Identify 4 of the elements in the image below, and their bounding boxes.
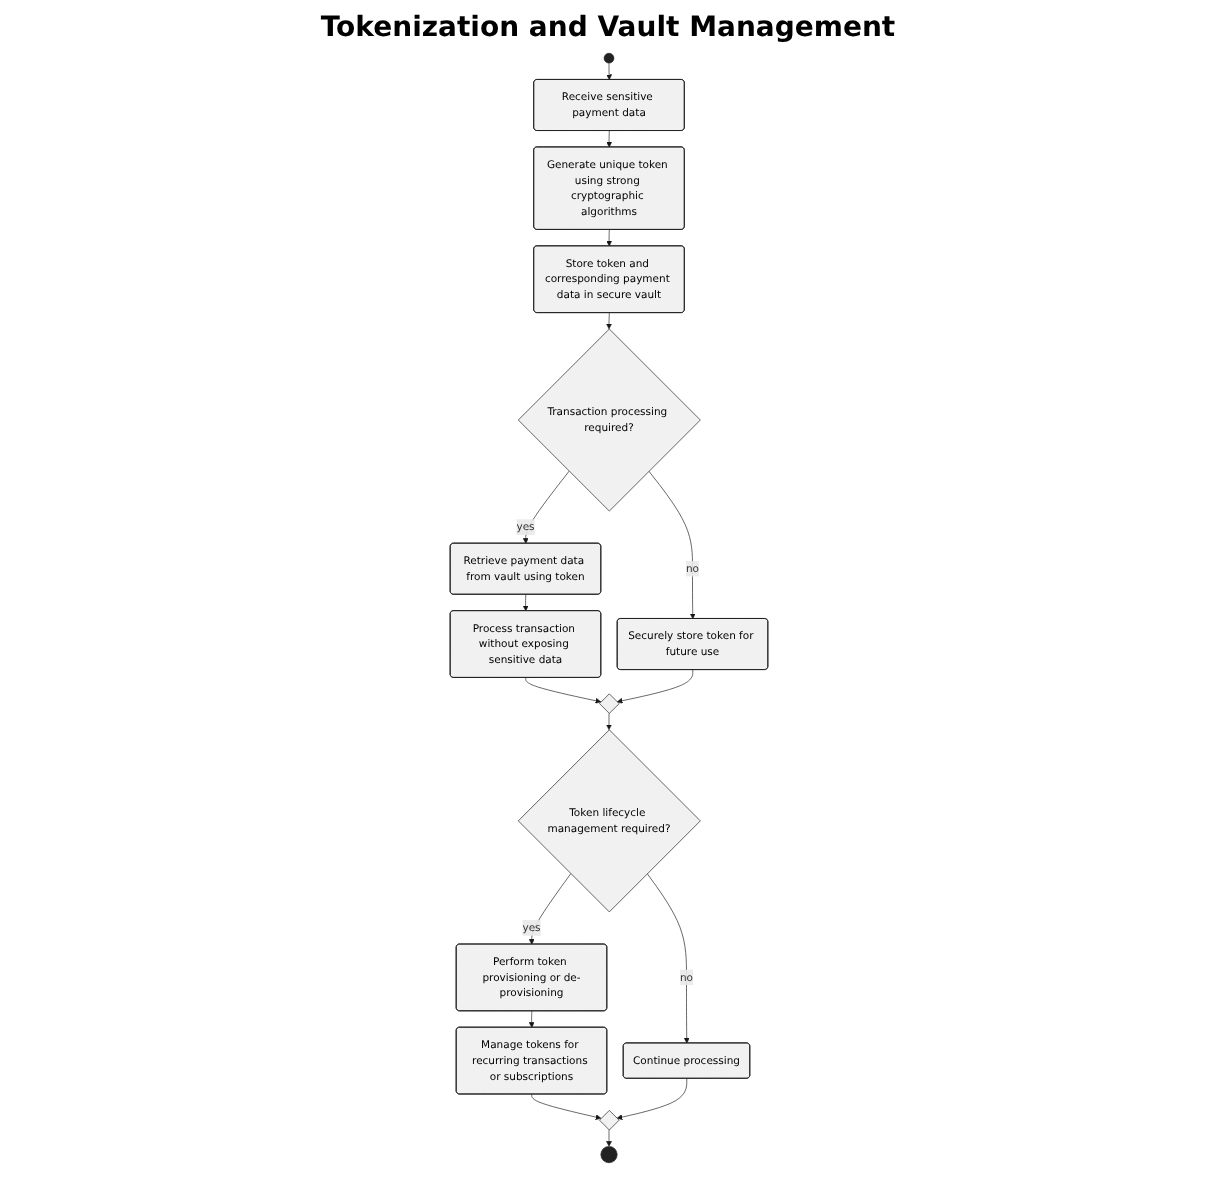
node-diamond <box>598 1110 619 1131</box>
node-circle <box>602 52 614 64</box>
node-diamond <box>598 693 619 714</box>
diagram-title: Tokenization and Vault Management <box>318 12 898 44</box>
